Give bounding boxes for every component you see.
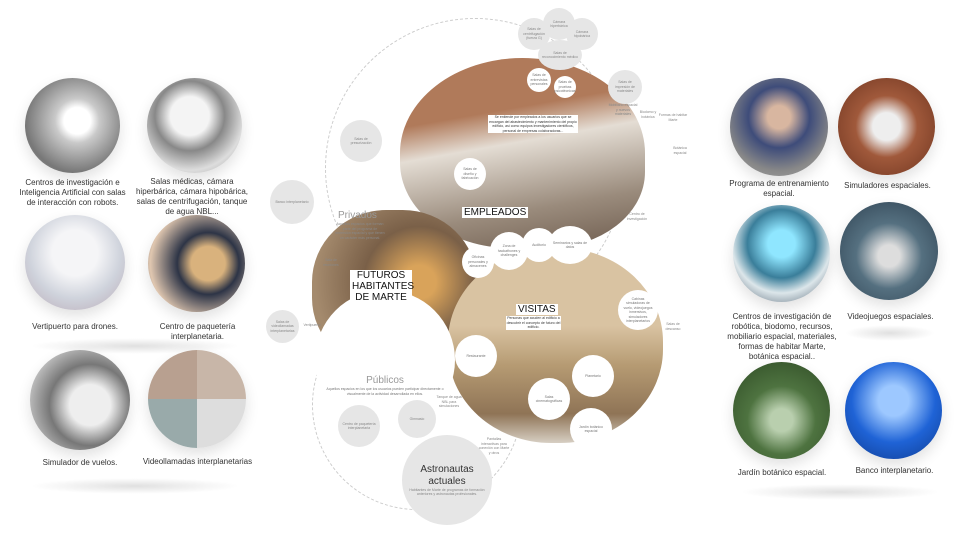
right-item-label: Jardín botánico espacial. (737, 468, 827, 477)
node-planetario[interactable]: Planetario (572, 355, 614, 397)
right-item-label: Videojuegos espaciales. (847, 312, 934, 321)
publicos-circle: Públicos Aquellos espacios en los que lo… (315, 290, 455, 430)
node-reconocimiento[interactable]: Salas de reconocimiento médico (538, 40, 582, 70)
videocall-photo (148, 350, 246, 448)
visitas-title: VISITAS (516, 304, 558, 315)
astronautas-description: Habitantes de Marte de programas de form… (409, 487, 485, 497)
node-oficinas[interactable]: Oficinas personales y almacenes (462, 246, 494, 278)
node-cabinas[interactable]: Cabinas simuladoras de vuelo, videojuego… (618, 290, 658, 330)
node-sala-reunion: Sala de reuniones (323, 258, 339, 267)
mars-astronaut-photo (838, 78, 935, 175)
node-pantallas: Pantallas interactivas para conexión con… (478, 437, 510, 455)
drone-photo (25, 215, 125, 310)
node-gimnasio[interactable]: Gimnasio (398, 400, 436, 438)
privados-heading: Privados (338, 210, 377, 221)
node-jardin[interactable]: Jardín botánico espacial (570, 408, 612, 450)
node-paqueteria[interactable]: Centro de paquetería interplanetaria (338, 405, 380, 447)
node-tanque: Tanque de agua NBL para simulaciones (436, 395, 462, 408)
node-mobiliario: Mobiliario espacial y nuevos materiales (608, 103, 638, 116)
node-habitar: Formas de habitar Marte (658, 113, 688, 122)
empleados-description: Se entiende por empleados a los usuarios… (488, 115, 578, 133)
right-item-label: Programa de entrenamiento espacial. (729, 179, 829, 198)
empleados-title: EMPLEADOS (462, 207, 529, 218)
left-item-label: Vertipuerto para drones. (32, 322, 118, 331)
right-item-label: Simuladores espaciales. (844, 181, 931, 190)
package-photo (148, 215, 245, 312)
node-restaurante[interactable]: Restaurante (455, 335, 497, 377)
flight-simulator-photo (30, 350, 130, 450)
node-botanica: Botánica espacial (673, 146, 687, 155)
node-vertipuerto: Vertipuerto (303, 323, 321, 327)
node-cine[interactable]: Salas cinematográficas (528, 378, 570, 420)
node-centro-inv: Centro de investigación (626, 212, 648, 221)
left-item-label: Videollamadas interplanetarias (142, 457, 253, 466)
left-item-label: Centros de investigación e Inteligencia … (19, 178, 126, 207)
left-item-label: Centro de paquetería interplanetaria. (159, 322, 236, 341)
right-item-label: Banco interplanetario. (855, 466, 934, 475)
astronaut-photo (147, 78, 242, 173)
trainee-photo (730, 78, 828, 176)
publicos-description: Aquellos espacios en los que los usuario… (326, 387, 444, 396)
node-impresion[interactable]: Salas de impresión de materiales (608, 70, 642, 104)
right-item-label: Centros de investigación de robótica, bi… (727, 312, 837, 361)
left-item-label: Salas médicas, cámara hiperbárica, cámar… (135, 177, 249, 216)
node-pruebas[interactable]: Salas de pruebas psicotécnicas (554, 76, 576, 98)
control-room-photo (840, 202, 938, 300)
research-center-photo (733, 205, 830, 302)
astronautas-circle[interactable]: Astronautas actuales Habitantes de Marte… (402, 435, 492, 525)
node-sala-reuniones-2: Salas de descanso (665, 322, 681, 331)
robot-photo (25, 78, 120, 173)
node-presurizacion[interactable]: Salas de presurización (340, 120, 382, 162)
bank-photo (845, 362, 942, 459)
node-biodomos: Biodomo y botánica (639, 110, 657, 119)
node-seminarios[interactable]: Seminarios y salas de datos (548, 226, 592, 264)
privados-description: Aquellos espacios que forman parte del p… (335, 222, 385, 240)
publicos-heading: Públicos (366, 375, 404, 386)
node-personales[interactable]: Salas de entrevistas personales (527, 68, 551, 92)
astronautas-heading: Astronautas actuales (420, 463, 474, 487)
garden-photo (733, 362, 830, 459)
node-creacion[interactable]: Salas de diseño y fabricación (454, 158, 486, 190)
shadow (30, 478, 240, 494)
node-salas-video[interactable]: Salas de videollamadas interplanetarias (266, 310, 299, 343)
node-hackatones[interactable]: Zona de hackathones y challenges (490, 232, 528, 270)
visitas-description: Personas que acuden al edificio a descub… (506, 316, 561, 330)
node-banco[interactable]: Banco interplanetario (270, 180, 314, 224)
futuros-title: FUTUROS HABITANTES DE MARTE (350, 270, 415, 303)
shadow (740, 484, 940, 500)
shadow (845, 325, 935, 341)
left-item-label: Simulador de vuelos. (42, 458, 118, 467)
